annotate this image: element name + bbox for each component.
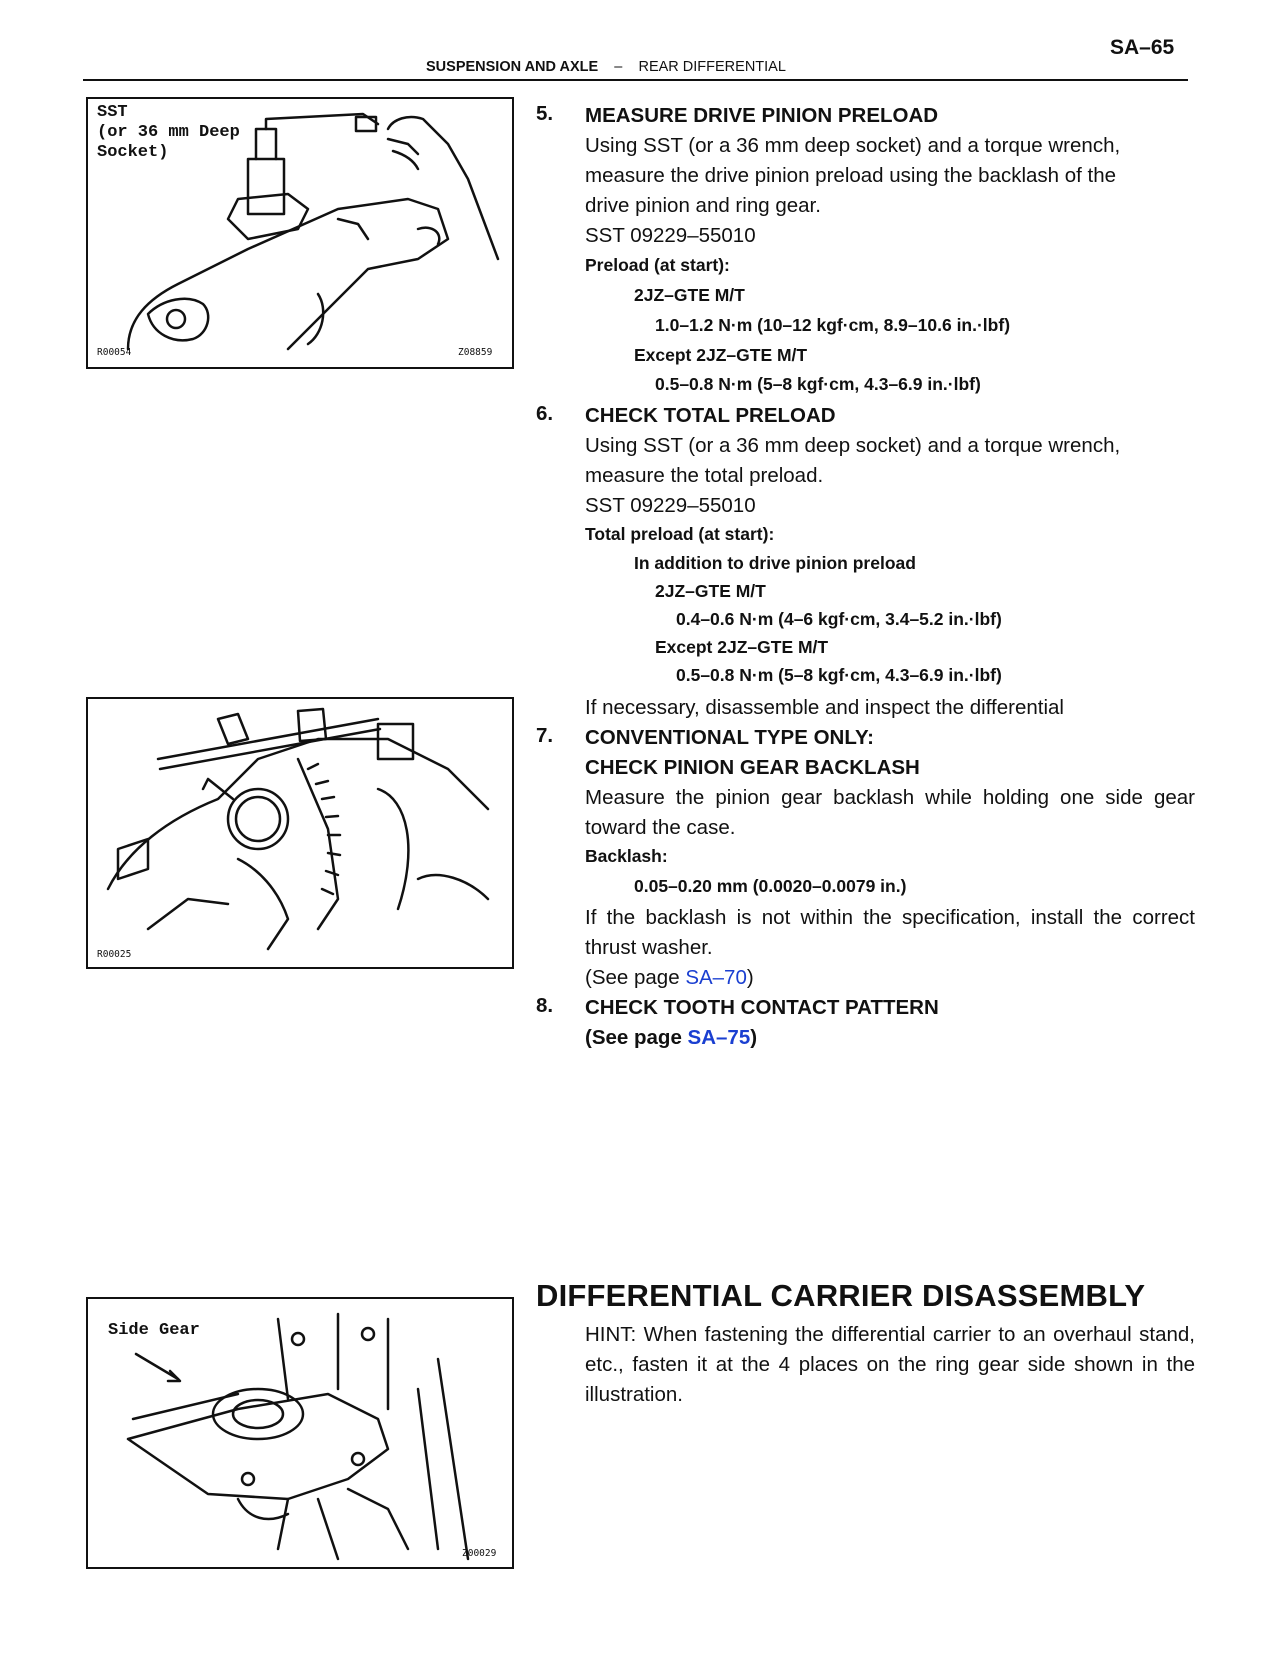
step-8-number: 8. xyxy=(536,994,554,1017)
step-6-line-2: measure the total preload. xyxy=(585,464,824,487)
figure-label-sst: SST (or 36 mm Deep Socket) xyxy=(97,103,240,162)
step-5-number: 5. xyxy=(536,102,554,125)
step-6-line-1: Using SST (or a 36 mm deep socket) and a… xyxy=(585,434,1121,457)
step-8-see-page: (See page SA–75) xyxy=(585,1023,757,1053)
step-5-spec-b-value: 0.5–0.8 N·m (5–8 kgf·cm, 4.3–6.9 in.·lbf… xyxy=(655,374,981,394)
step-6-spec-sub: In addition to drive pinion preload xyxy=(634,553,916,573)
step-8-see-post: ) xyxy=(750,1026,758,1049)
page-number: SA–65 xyxy=(1110,36,1175,59)
pinion-preload-illustration xyxy=(126,112,500,351)
step-5-title: MEASURE DRIVE PINION PRELOAD xyxy=(585,104,939,127)
step-7-see-link[interactable]: SA–70 xyxy=(685,966,747,989)
running-header: SUSPENSION AND AXLE – REAR DIFFERENTIAL xyxy=(426,59,786,75)
step-7-see-post: ) xyxy=(746,966,754,989)
header-section: SUSPENSION AND AXLE xyxy=(426,59,599,75)
step-7-see-page: (See page SA–70) xyxy=(585,963,754,993)
step-5-spec-a-value: 1.0–1.2 N·m (10–12 kgf·cm, 8.9–10.6 in.·… xyxy=(655,315,1011,335)
step-6-spec-a-value: 0.4–0.6 N·m (4–6 kgf·cm, 3.4–5.2 in.·lbf… xyxy=(676,609,1002,629)
step-6-spec-title: Total preload (at start): xyxy=(585,524,775,544)
step-5-spec-b: Except 2JZ–GTE M/T xyxy=(634,345,808,365)
step-6-spec-a: 2JZ–GTE M/T xyxy=(655,581,766,601)
header-dash: – xyxy=(614,59,623,75)
step-7-body: Measure the pinion gear backlash while h… xyxy=(585,786,1195,839)
section-title: DIFFERENTIAL CARRIER DISASSEMBLY xyxy=(536,1278,1146,1313)
step-7-spec-title: Backlash: xyxy=(585,846,668,866)
step-5-sst: SST 09229–55010 xyxy=(585,224,756,247)
step-5-spec-title: Preload (at start): xyxy=(585,255,730,275)
step-5-line-2: measure the drive pinion preload using t… xyxy=(585,164,1117,187)
step-6-sst: SST 09229–55010 xyxy=(585,494,756,517)
header-rule xyxy=(83,79,1188,81)
step-5-line-1: Using SST (or a 36 mm deep socket) and a… xyxy=(585,134,1121,157)
step-7-spec-value: 0.05–0.20 mm (0.0020–0.0079 in.) xyxy=(634,876,907,896)
pinion-backlash-illustration xyxy=(106,707,490,951)
step-8-see-link[interactable]: SA–75 xyxy=(687,1026,751,1049)
figure-label-side-gear: Side Gear xyxy=(108,1321,200,1340)
step-5-line-3: drive pinion and ring gear. xyxy=(585,194,821,217)
step-7-title-1: CONVENTIONAL TYPE ONLY: xyxy=(585,726,874,749)
figure-carrier-stand: Side Gear Z00029 xyxy=(86,1297,514,1569)
step-6-spec-b: Except 2JZ–GTE M/T xyxy=(655,637,829,657)
step-8-see-pre: (See page xyxy=(585,1026,688,1049)
section-hint: HINT: When fastening the differential ca… xyxy=(585,1323,1195,1406)
figure-pinion-preload: SST (or 36 mm Deep Socket) R00054 Z08859 xyxy=(86,97,514,369)
step-5-spec-a: 2JZ–GTE M/T xyxy=(634,285,745,305)
step-6-number: 6. xyxy=(536,402,554,425)
figure-code-left: R00054 xyxy=(97,347,132,358)
step-6-note: If necessary, disassemble and inspect th… xyxy=(585,696,1064,719)
figure-code-right: Z00029 xyxy=(462,1548,497,1559)
carrier-stand-illustration xyxy=(126,1312,470,1561)
figure-pinion-backlash: R00025 xyxy=(86,697,514,969)
step-6-spec-b-value: 0.5–0.8 N·m (5–8 kgf·cm, 4.3–6.9 in.·lbf… xyxy=(676,665,1002,685)
step-7-note: If the backlash is not within the specif… xyxy=(585,906,1195,959)
header-subsection: REAR DIFFERENTIAL xyxy=(638,59,786,75)
figure-code-right: Z08859 xyxy=(458,347,493,358)
step-6-title: CHECK TOTAL PRELOAD xyxy=(585,404,836,427)
figure-code-left: R00025 xyxy=(97,949,132,960)
step-7-number: 7. xyxy=(536,724,554,747)
step-8-title: CHECK TOOTH CONTACT PATTERN xyxy=(585,996,939,1019)
step-7-see-pre: (See page xyxy=(585,966,686,989)
step-7-title-2: CHECK PINION GEAR BACKLASH xyxy=(585,756,920,779)
